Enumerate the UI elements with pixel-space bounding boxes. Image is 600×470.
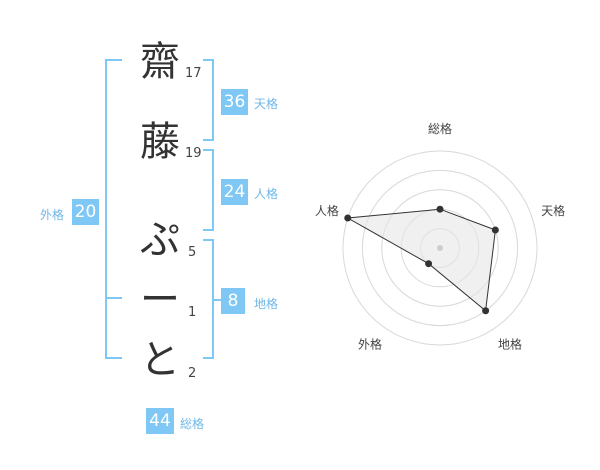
radar-center-dot	[437, 245, 443, 251]
radar-point	[491, 226, 499, 234]
radar-ring-3	[381, 189, 499, 307]
name-char-5: と	[140, 337, 180, 383]
bracket-lines	[105, 59, 221, 359]
stroke-count-3: 5	[188, 245, 197, 260]
radar-axis-label: 外格	[358, 336, 382, 351]
name-char-3: ぷ	[140, 217, 180, 263]
jinkaku-value-badge: 24	[221, 179, 248, 205]
stroke-count-5: 2	[188, 366, 197, 381]
tenkaku-bracket	[203, 59, 214, 141]
radar-points	[344, 205, 499, 315]
radar-axis-label: 地格	[498, 336, 522, 351]
chikaku-bracket	[203, 239, 214, 359]
tenkaku-value-badge: 36	[221, 89, 248, 115]
name-char-4: ー	[140, 277, 180, 323]
chikaku-value-badge: 8	[221, 288, 245, 314]
tenkaku-label: 天格	[254, 97, 279, 111]
gaikaku-bracket	[105, 59, 122, 359]
name-char-2: 藤	[140, 119, 180, 165]
radar-point	[436, 205, 444, 213]
radar-polygon	[346, 208, 496, 312]
gaikaku-value-badge: 20	[72, 199, 99, 225]
chikaku-label: 地格	[254, 297, 279, 311]
soukaku-value-badge: 44	[146, 408, 174, 434]
radar-axis-label: 人格	[315, 203, 339, 218]
radar-point	[425, 260, 433, 268]
gaikaku-label: 外格	[40, 208, 65, 222]
name-char-1: 齋	[140, 39, 180, 85]
radar-point	[482, 307, 490, 315]
stroke-count-4: 1	[188, 305, 197, 320]
soukaku-label: 総格	[180, 417, 205, 431]
radar-ring-4	[361, 169, 519, 327]
radar-axis-label: 天格	[541, 203, 565, 218]
radar-rings	[342, 150, 538, 346]
jinkaku-bracket	[203, 149, 214, 231]
radar-ring-5	[342, 150, 538, 346]
jinkaku-label: 人格	[254, 187, 279, 201]
stroke-count-1: 17	[185, 66, 202, 81]
stroke-count-2: 19	[185, 146, 202, 161]
radar-point	[344, 214, 352, 222]
radar-axis-label: 総格	[428, 121, 452, 136]
